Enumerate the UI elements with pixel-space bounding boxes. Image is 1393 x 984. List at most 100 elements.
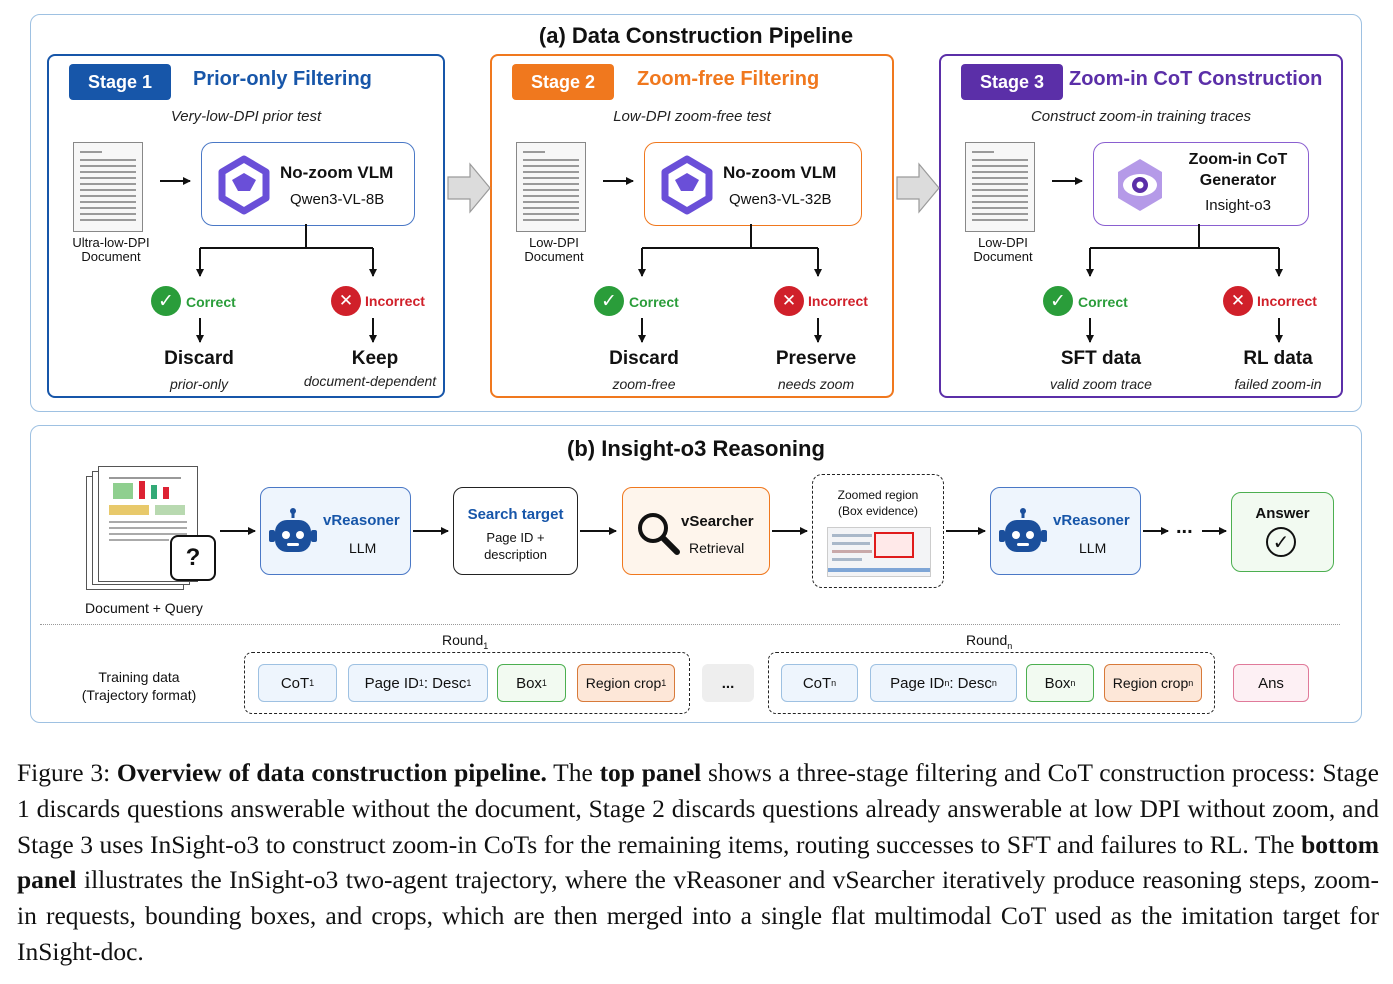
stage-2-left-outcome: Discard (609, 348, 679, 369)
stage-1-name: Prior-only Filtering (193, 68, 372, 90)
answer-check-icon: ✓ (1266, 527, 1296, 557)
answer-title: Answer (1255, 505, 1310, 522)
stage-1-model-sub: Qwen3-VL-8B (290, 191, 385, 208)
query-bubble-icon: ? (170, 535, 216, 581)
panel-a-title: (a) Data Construction Pipeline (538, 23, 854, 48)
search-target-line2: description (484, 547, 547, 562)
stage-3-subtitle: Construct zoom-in training traces (1030, 108, 1252, 125)
stage-1-subtitle: Very-low-DPI prior test (170, 108, 322, 125)
vsearcher-box: vSearcher Retrieval (622, 487, 770, 575)
round-n-group (768, 652, 1215, 714)
stage-2-badge: Stage 2 (512, 64, 614, 100)
stage-1-right-outcome-sub: document-dependent (303, 373, 437, 389)
document-icon (73, 142, 143, 232)
stage-3-correct: Correct (1078, 294, 1128, 310)
stage-2-model-box: No-zoom VLM Qwen3-VL-32B (644, 142, 862, 226)
search-target-line1: Page ID + (486, 530, 545, 545)
stage-2-name: Zoom-free Filtering (637, 68, 820, 90)
stage-3-model-title: Zoom-in CoT (1188, 151, 1288, 168)
stage-3-left-outcome: SFT data (1060, 348, 1142, 369)
stage-3-right-outcome: RL data (1243, 348, 1313, 369)
vreasoner-sub: LLM (349, 540, 377, 556)
stage-1: Stage 1 Prior-only Filtering Very-low-DP… (47, 54, 445, 398)
stage-1-left-outcome-sub: prior-only (169, 376, 229, 392)
stage-2-left-outcome-sub: zoom-free (612, 376, 676, 392)
cross-icon: ✕ (331, 286, 361, 316)
stage-2-model-title: No-zoom VLM (723, 163, 837, 182)
answer-box: Answer ✓ (1231, 492, 1334, 572)
stage-1-badge: Stage 1 (69, 64, 171, 100)
round-1-group (244, 652, 690, 714)
stage-3-incorrect: Incorrect (1257, 293, 1317, 309)
cross-icon: ✕ (774, 286, 804, 316)
stage-3-left-outcome-sub: valid zoom trace (1050, 376, 1152, 392)
check-icon: ✓ (594, 286, 624, 316)
stage-2-correct: Correct (629, 294, 679, 310)
zoomed-crop-image (827, 527, 931, 577)
figure-caption: Figure 3: Overview of data construction … (17, 758, 1379, 966)
panel-b-separator (40, 624, 1340, 625)
check-icon: ✓ (151, 286, 181, 316)
qwen-logo-icon (661, 155, 713, 215)
document-icon (516, 142, 586, 232)
search-target-title: Search target (467, 506, 564, 523)
doc-query-label: Document + Query (85, 600, 203, 616)
ans-item: Ans (1233, 664, 1309, 702)
magnifier-icon (638, 513, 680, 555)
robot-icon (999, 508, 1047, 552)
cross-icon: ✕ (1223, 286, 1253, 316)
stage-2-incorrect: Incorrect (808, 293, 868, 309)
qwen-logo-icon (218, 155, 270, 215)
zoomed-line1: Zoomed region (837, 488, 919, 502)
stage-2-model-sub: Qwen3-VL-32B (729, 191, 832, 208)
stage-3-badge: Stage 3 (961, 64, 1063, 100)
stage-1-model-title: No-zoom VLM (280, 163, 394, 182)
vreasoner-sub: LLM (1079, 540, 1107, 556)
eye-icon (1118, 159, 1162, 211)
stage-1-model-box: No-zoom VLM Qwen3-VL-8B (201, 142, 415, 226)
stage-1-doc-label: Ultra-low-DPI Document (72, 235, 150, 264)
zoomed-line2: (Box evidence) (837, 504, 919, 518)
zoomed-region-box: Zoomed region (Box evidence) (812, 474, 944, 588)
search-target-box: Search target Page ID + description (453, 487, 578, 575)
robot-icon (269, 508, 317, 552)
document-icon (965, 142, 1035, 232)
stage-1-right-outcome: Keep (351, 348, 399, 369)
stage-2-subtitle: Low-DPI zoom-free test (613, 108, 771, 125)
vsearcher-sub: Retrieval (689, 540, 745, 556)
stage-3-model-title2: Generator (1199, 172, 1277, 189)
stage-3-name: Zoom-in CoT Construction (1069, 68, 1323, 90)
stage-3-model-box: Zoom-in CoT Generator Insight-o3 (1093, 142, 1309, 226)
training-data-label: Training data (Trajectory format) (81, 669, 197, 703)
stage-2-doc-label: Low-DPI Document (524, 235, 584, 264)
round-1-label: Round1 (442, 632, 489, 651)
stage-2: Stage 2 Zoom-free Filtering Low-DPI zoom… (490, 54, 894, 398)
panel-b-title: (b) Insight-o3 Reasoning (567, 436, 825, 461)
ellipsis: ... (1176, 516, 1193, 538)
document-stack-icon (86, 466, 198, 590)
stage-2-right-outcome: Preserve (775, 348, 857, 369)
stage-2-right-outcome-sub: needs zoom (777, 376, 855, 392)
stage-1-correct: Correct (186, 294, 236, 310)
vreasoner-box: vReasoner LLM (990, 487, 1141, 575)
stage-3-doc-label: Low-DPI Document (973, 235, 1033, 264)
check-icon: ✓ (1043, 286, 1073, 316)
stage-1-incorrect: Incorrect (365, 293, 425, 309)
vsearcher-title: vSearcher (681, 513, 754, 530)
stage-arrow-2 (896, 162, 940, 214)
round-n-label: Roundn (966, 632, 1013, 651)
stage-3-model-sub: Insight-o3 (1205, 197, 1271, 214)
vreasoner-title: vReasoner (323, 512, 400, 529)
stage-3: Stage 3 Zoom-in CoT Construction Constru… (939, 54, 1343, 398)
vreasoner-box: vReasoner LLM (260, 487, 411, 575)
stage-arrow-1 (447, 162, 491, 214)
